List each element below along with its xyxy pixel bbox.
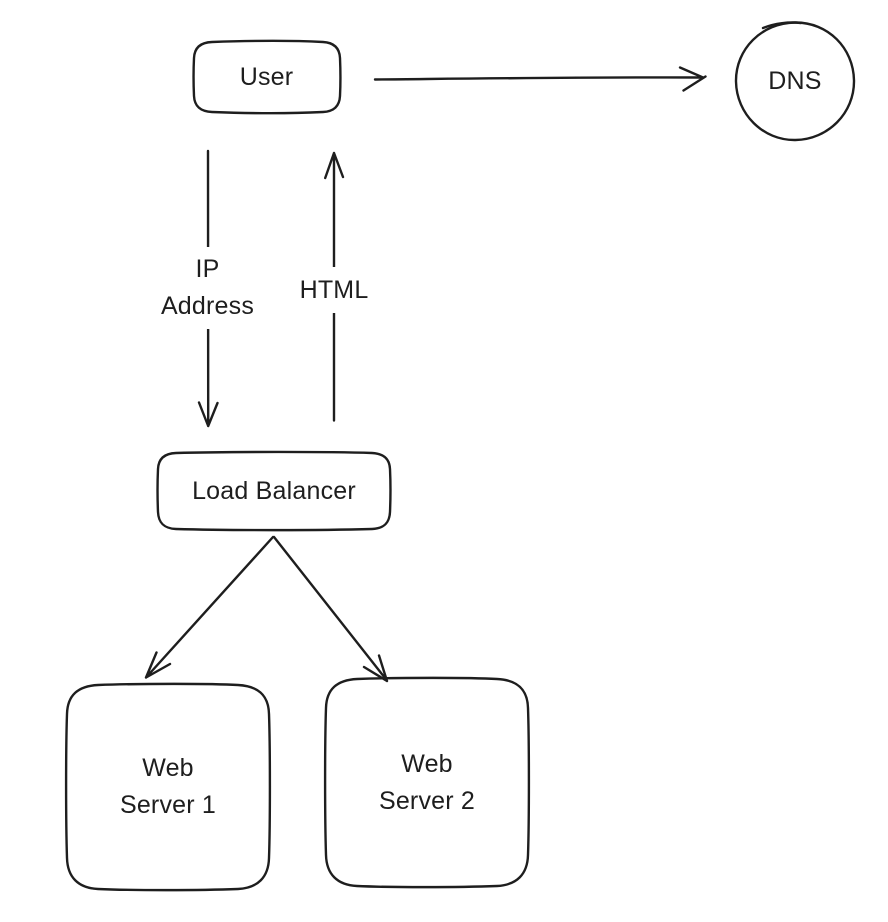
user-node-outline [192,39,342,115]
dns-node-label: DNS [768,66,822,95]
edge-label-html-text: HTML [299,275,369,304]
load-balancer-node-label: Load Balancer [192,476,356,505]
web-server-1-node: Web Server 1 [66,684,270,890]
dns-node: DNS [736,22,854,140]
dns-node-overshoot-stroke [761,21,803,30]
web-server-1-label-line1: Web [142,754,194,782]
edge-label-ip-line2: Address [160,292,255,320]
web-server-1-label-line2: Server 1 [119,791,217,819]
arrow-load-balancer-to-web-server-2 [272,535,389,683]
edge-label-html: HTML [291,267,377,313]
web-server-1-node-outline [64,682,272,892]
arrow-user-to-dns [373,66,707,92]
edge-label-ip-line1: IP [195,255,220,283]
arrow-load-balancer-to-web-server-1 [144,535,275,679]
user-node-label: User [239,62,294,91]
edge-label-ip-address: IP Address [150,247,265,329]
web-server-2-node-outline [323,676,531,889]
load-balancer-node-outline [156,450,392,532]
web-server-2-node: Web Server 2 [326,678,528,887]
load-balancer-node: Load Balancer [158,452,390,530]
web-server-2-label-line1: Web [401,749,453,778]
dns-node-outline [734,21,856,142]
web-server-2-label-line2: Server 2 [378,786,476,815]
user-node: User [193,41,340,113]
